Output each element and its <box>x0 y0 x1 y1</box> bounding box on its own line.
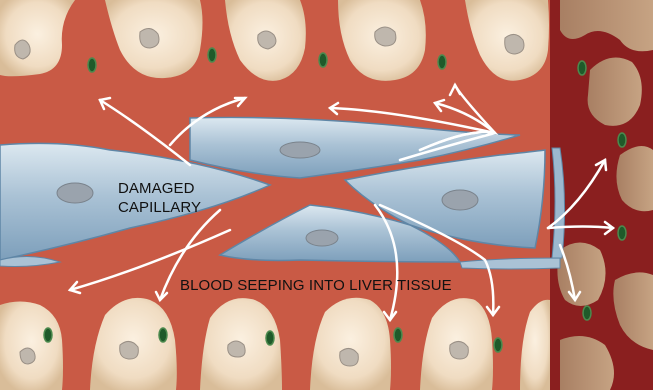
blood-seeping-label: BLOOD SEEPING INTO LIVER TISSUE <box>180 277 452 295</box>
right-tissue-section <box>550 0 653 390</box>
damaged-capillary-label-line2: CAPILLARY <box>118 199 201 217</box>
damaged-capillary-label-line1: DAMAGED <box>118 180 195 198</box>
